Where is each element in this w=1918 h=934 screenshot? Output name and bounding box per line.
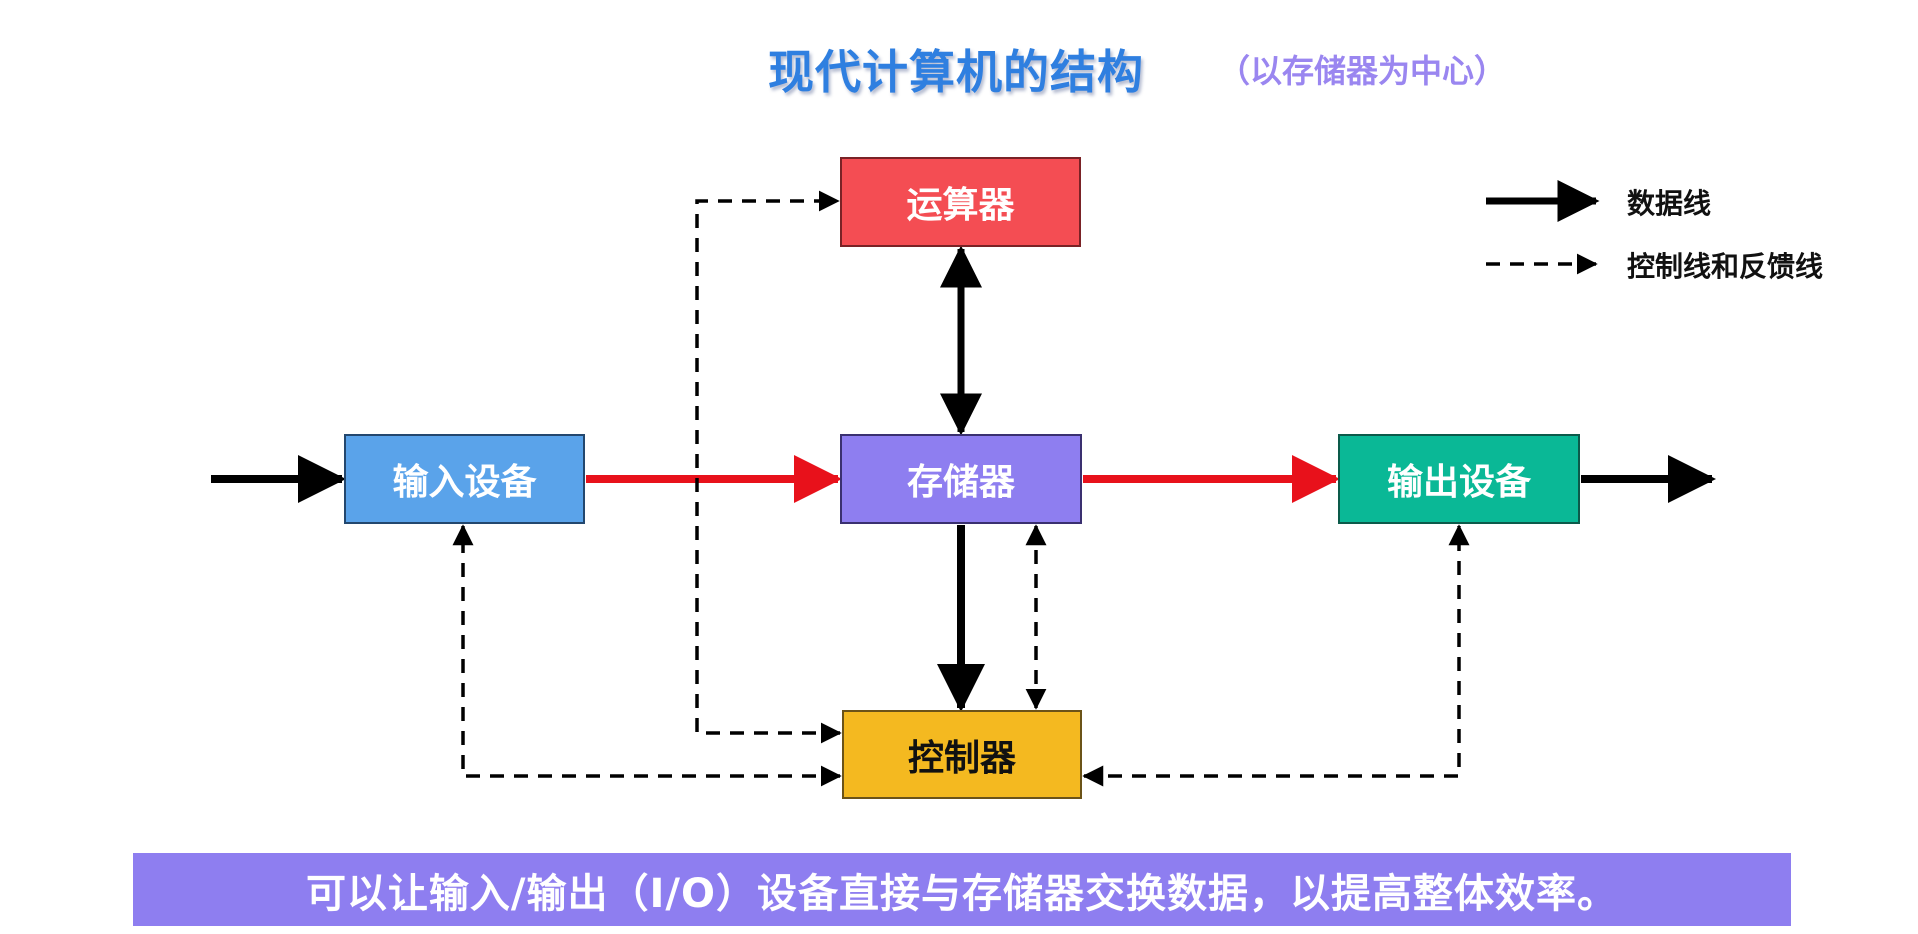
- legend-data-line-label: 数据线: [1627, 187, 1712, 220]
- alu-box: 运算器: [840, 157, 1081, 247]
- control-line-controller-alu: [695, 190, 842, 744]
- diagram-title: 现代计算机的结构: [768, 45, 1144, 99]
- input-device-box: 输入设备: [344, 434, 585, 524]
- diagram-subtitle: （以存储器为中心）: [1218, 52, 1507, 90]
- memory-box: 存储器: [840, 434, 1082, 524]
- control-line-controller-output: [1082, 524, 1470, 787]
- footer-note-banner: 可以让输入/输出（I/O）设备直接与存储器交换数据，以提高整体效率。: [133, 853, 1791, 926]
- legend-control-line-label: 控制线和反馈线: [1627, 250, 1824, 283]
- control-line-controller-input: [452, 524, 842, 787]
- controller-box: 控制器: [842, 710, 1082, 799]
- output-device-box: 输出设备: [1338, 434, 1580, 524]
